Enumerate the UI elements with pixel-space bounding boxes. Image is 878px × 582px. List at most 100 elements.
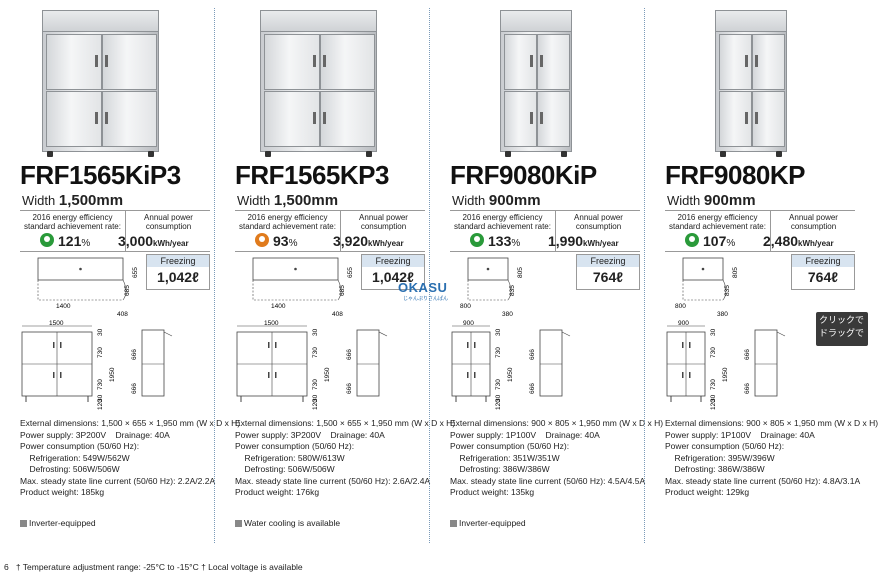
footer-text: † Temperature adjustment range: -25°C to… [15,562,303,572]
dim-swing: 800 [675,303,686,310]
annual-power-unit: kWh/year [368,239,404,248]
energy-rate-unit: % [288,238,298,249]
door-handle [755,112,758,124]
dim-base: 120 [495,399,502,410]
eco-leaf-icon [40,233,54,247]
width-label: Width [237,193,271,208]
dim-swing: 1400 [271,303,286,310]
note-square-icon [450,520,457,528]
dim-depth: 805 [732,267,739,278]
eco-leaf-icon [470,233,484,247]
dim-height-1: 730 [97,347,104,358]
dim-base: 120 [312,399,319,410]
width-line: Width 900mm [452,192,541,209]
door-handle [312,112,316,124]
door-handle [94,55,98,67]
door-handle [322,55,326,67]
energy-rate-value: 133 [488,233,512,249]
cabinet-foot [776,151,782,157]
annual-power-value: 3,920 [333,233,369,249]
energy-divider [340,211,341,251]
dim-depth-2: 685 [339,285,346,296]
cabinet-door [101,34,157,90]
note-square-icon [20,520,27,528]
width-label: Width [452,193,486,208]
width-line: Width 900mm [667,192,756,209]
dim-depth: 655 [347,267,354,278]
dim-side-1: 666 [529,349,536,360]
product-image [42,10,159,157]
energy-divider [125,211,126,251]
spec-list: External dimensions: 900 × 805 × 1,950 m… [665,418,878,497]
width-label: Width [667,193,701,208]
dim-base: 120 [710,399,717,410]
dim-top: 30 [97,328,104,336]
freezing-value: 1,042ℓ [157,269,199,285]
dim-height: 1950 [507,367,514,382]
dim-depth: 655 [132,267,139,278]
page-mark: 6 [4,562,9,572]
energy-rate: 93% [273,233,297,249]
dim-side-2: 666 [346,383,353,394]
annual-power-value: 1,990 [548,233,584,249]
door-handle [312,55,316,67]
dim-side-1: 666 [744,349,751,360]
width-line: Width 1,500mm [237,192,338,209]
dim-height-2: 730 [495,379,502,390]
dim-top: 30 [495,328,502,336]
door-handle [530,55,533,67]
cabinet-door [319,34,375,90]
power-label: Annual power consumption [789,213,838,231]
annual-power-value: 3,000 [118,233,154,249]
door-handle [745,55,748,67]
door-handle [530,112,533,124]
watermark-sub: じゃんぷりさんぱん [403,296,449,302]
cabinet-door [752,91,785,147]
product-image [500,10,572,157]
product-column: FRF9080KP Width 900mm 2016 energy efficien… [645,0,878,545]
energy-divider [555,211,556,251]
cabinet-door [752,34,785,90]
annual-power-unit: kWh/year [153,239,189,248]
feature-note-text: Inverter-equipped [459,518,526,528]
dim-depth-2: 835 [509,285,516,296]
energy-label: 2016 energy efficiency standard achievem… [454,213,551,231]
energy-rate: 133% [488,233,520,249]
dim-height-2: 730 [710,379,717,390]
feature-note-text: Inverter-equipped [29,518,96,528]
annual-power: 3,920kWh/year [333,233,404,249]
column-divider [644,8,645,543]
dim-width: 1500 [49,320,64,327]
width-label: Width [22,193,56,208]
energy-box: 2016 energy efficiency standard achievem… [20,210,210,252]
model-name: FRF9080KP [665,160,806,190]
model-name: FRF1565KP3 [235,160,389,190]
energy-label: 2016 energy efficiency standard achievem… [669,213,766,231]
column-divider [214,8,215,543]
energy-divider [770,211,771,251]
annual-power: 3,000kWh/year [118,233,189,249]
dim-bottom: 380 [717,311,728,318]
freezing-label: Freezing [362,255,424,267]
cabinet-top [501,11,571,32]
freezing-label: Freezing [577,255,639,267]
energy-label: 2016 energy efficiency standard achievem… [24,213,121,231]
eco-leaf-icon [685,233,699,247]
dim-side-2: 666 [529,383,536,394]
dim-top: 30 [312,328,319,336]
door-handle [540,55,543,67]
spec-list: External dimensions: 1,500 × 655 × 1,950… [235,418,456,497]
tooltip-popup[interactable]: クリックで ドラッグで [816,312,868,346]
product-image [260,10,377,157]
cabinet-door [101,91,157,147]
dim-height: 1950 [324,367,331,382]
dim-depth-2: 835 [724,285,731,296]
energy-rate-value: 93 [273,233,289,249]
